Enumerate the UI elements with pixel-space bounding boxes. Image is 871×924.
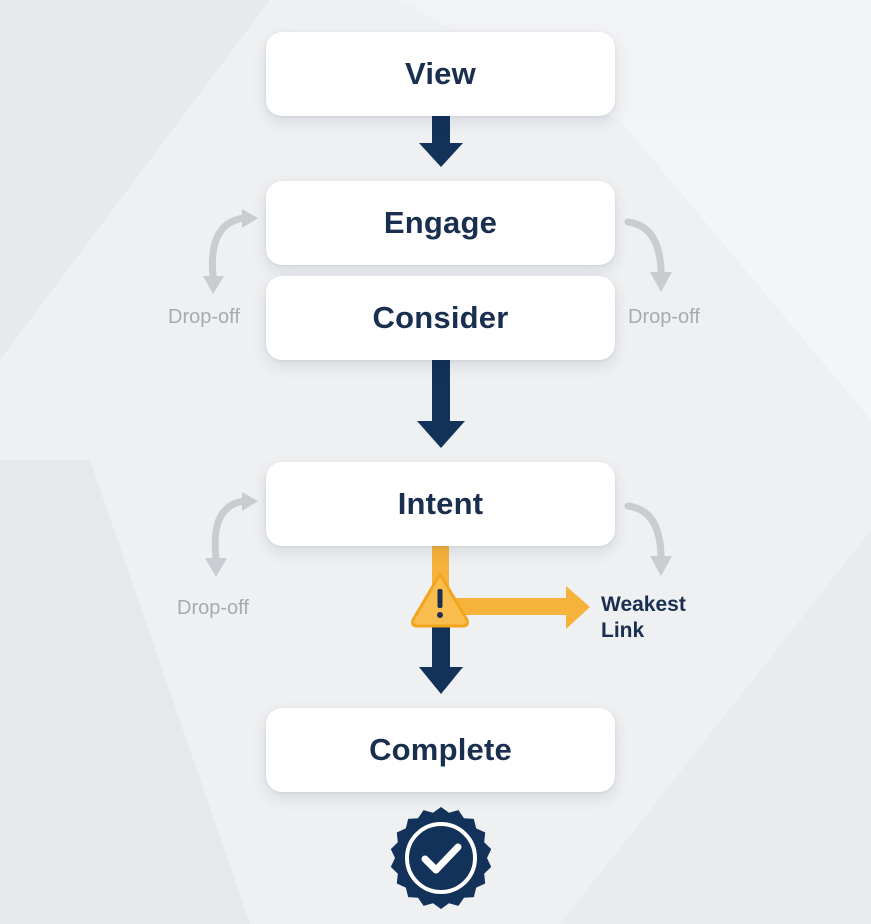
- check-badge-icon: [390, 807, 492, 909]
- dropoff-label: Drop-off: [628, 306, 700, 328]
- dropoff-arrow-left-1: [203, 209, 258, 294]
- stage-intent: Intent: [266, 462, 615, 546]
- dropoff-label: Drop-off: [168, 306, 240, 328]
- arrow-intent-complete: [419, 620, 463, 694]
- dropoff-arrow-left-2: [205, 492, 258, 577]
- dropoff-arrow-right-2: [624, 502, 672, 576]
- weakest-link-label: Weakest Link: [601, 593, 686, 642]
- dropoff-label: Drop-off: [177, 597, 249, 619]
- stage-complete: Complete: [266, 708, 615, 792]
- warning-icon: [411, 572, 469, 628]
- dropoff-arrow-right-1: [624, 218, 672, 292]
- stage-consider: Consider: [266, 276, 615, 360]
- stage-view: View: [266, 32, 615, 116]
- arrow-view-engage: [419, 116, 463, 167]
- stage-engage: Engage: [266, 181, 615, 265]
- arrow-consider-intent: [417, 360, 465, 448]
